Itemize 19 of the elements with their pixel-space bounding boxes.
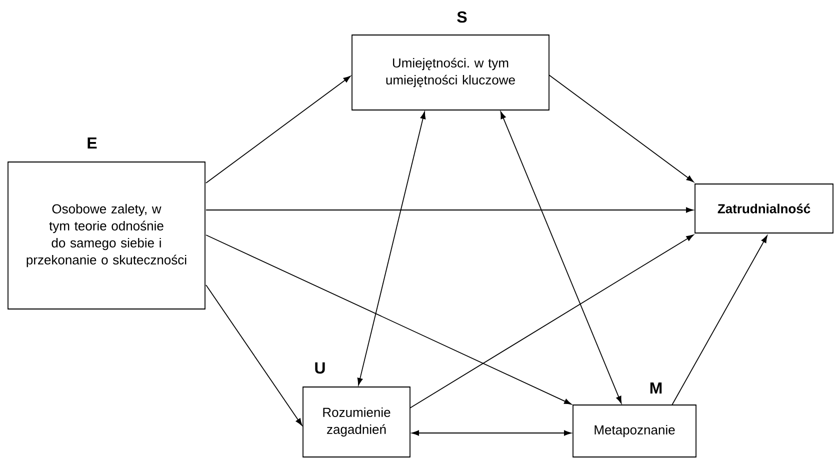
- arrow: [410, 234, 694, 408]
- box-heading: E: [88, 138, 97, 148]
- arrow: [206, 284, 302, 426]
- box-heading: M: [650, 382, 662, 394]
- process-box: Rozumienie zagadnień: [302, 386, 410, 458]
- process-box: Metapoznanie: [572, 404, 696, 458]
- arrow: [206, 76, 351, 184]
- arrow: [672, 235, 768, 406]
- arrow: [548, 74, 694, 182]
- process-box: Osobowe zalety, w tym teorie odnośnie do samego siebie i przekonanie o skuteczności: [8, 162, 206, 310]
- box-heading: S: [457, 11, 467, 23]
- arrow: [206, 207, 694, 213]
- process-box: Zatrudnialność: [694, 184, 834, 234]
- arrow: [500, 111, 622, 404]
- process-box: Umiejętności. w tym umiejętności kluczowe: [352, 34, 550, 110]
- arrow: [412, 430, 572, 436]
- box-heading: U: [315, 362, 325, 374]
- arrow: [206, 234, 572, 405]
- arrow: [357, 112, 426, 386]
